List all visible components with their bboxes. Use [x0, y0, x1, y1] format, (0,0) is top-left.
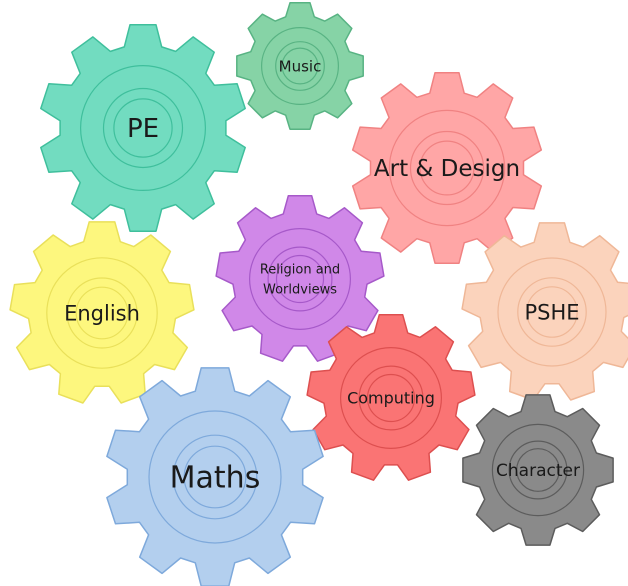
gear-ring [275, 254, 325, 304]
gear-ring [409, 130, 485, 206]
gear-ring [517, 277, 587, 347]
gear-ring [75, 286, 129, 340]
gear-body [351, 72, 543, 264]
gear-label: Character [496, 461, 580, 481]
gear-label: Computing [347, 389, 435, 408]
gear-ring [491, 423, 585, 517]
gear-ring [46, 257, 158, 369]
gear-pshe: PSHE [461, 222, 628, 401]
gear-music: Music [236, 2, 364, 130]
gear-pe: PE [40, 24, 246, 232]
gear-ring [388, 109, 506, 227]
gear-ring [261, 26, 340, 106]
gear-body [236, 2, 364, 130]
gear-body [462, 394, 614, 546]
gear-body [306, 314, 476, 481]
gear-ring [419, 140, 475, 196]
gear-label-line: Religion and [260, 263, 340, 278]
gear-ring [516, 448, 560, 492]
gear-english: English [9, 221, 195, 404]
gear-character: Character [462, 394, 614, 546]
gear-ring [366, 373, 416, 423]
gear-ring [249, 228, 352, 331]
gear-ring [183, 445, 247, 509]
gear-ring [340, 347, 443, 450]
gear-label: Art & Design [374, 156, 520, 182]
gear-ring [526, 286, 578, 338]
gear-ring [275, 41, 325, 91]
gear-body [215, 195, 385, 362]
gear-label-line: Worldviews [263, 283, 337, 298]
gear-ring [102, 87, 184, 169]
gear-label: Music [279, 57, 322, 75]
gear-ring [281, 47, 319, 85]
gear-ring [172, 434, 258, 520]
gear-body [40, 24, 246, 232]
gear-art-design: Art & Design [351, 72, 543, 264]
gear-label: PE [127, 114, 159, 144]
gear-ring [148, 410, 282, 544]
gear-ring [358, 365, 424, 431]
gear-ring [113, 98, 173, 158]
gear-body [106, 367, 324, 586]
gear-ring [508, 440, 568, 500]
gear-label: Maths [170, 461, 261, 496]
gear-label: PSHE [524, 300, 579, 324]
gear-body [9, 221, 195, 404]
gear-body [461, 222, 628, 401]
gear-ring [497, 257, 607, 367]
gear-maths: Maths [106, 367, 324, 586]
gear-computing: Computing [306, 314, 476, 481]
gear-ring [267, 246, 333, 312]
gear-ring [79, 64, 207, 192]
gear-label: English [64, 301, 140, 325]
gear-ring [66, 277, 138, 349]
